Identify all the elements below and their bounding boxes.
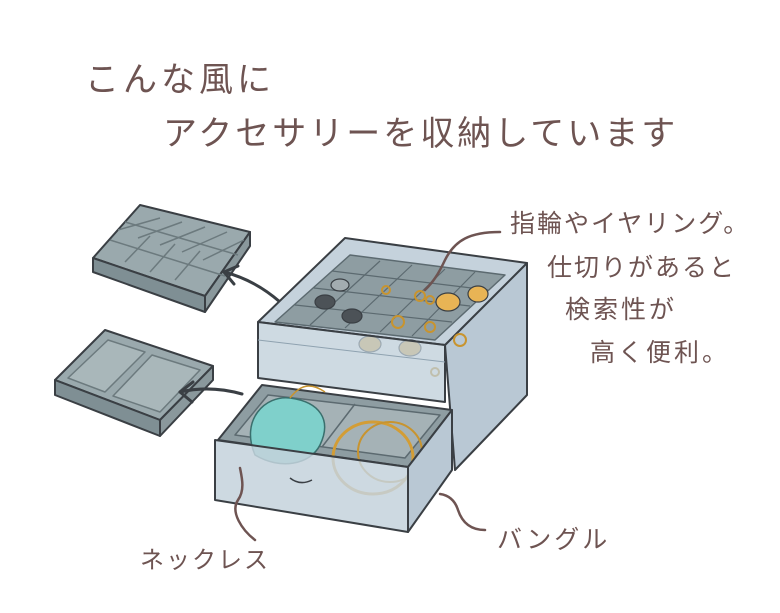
necklace-leader-line — [234, 466, 257, 542]
rings-label-line-2: 仕切りがあると — [547, 253, 737, 282]
rings-label-line-1: 指輪やイヤリング。 — [510, 209, 751, 238]
bangle-label: バングル — [497, 525, 611, 554]
two-compartment-tray — [54, 329, 214, 437]
rings-label-line-4: 高く便利。 — [590, 338, 731, 367]
title-line-2: アクセサリーを収納しています — [163, 114, 679, 154]
leader-lines — [234, 230, 502, 542]
bangle-leader-line — [438, 492, 487, 532]
ring-divider-tray — [92, 204, 251, 313]
arrows — [178, 264, 282, 404]
storage-case — [214, 237, 528, 533]
necklace-label: ネックレス — [140, 546, 270, 574]
rings-leader-line — [423, 230, 502, 292]
title-line-1: こんな風に — [85, 60, 275, 100]
rings-label-line-3: 検索性が — [565, 295, 678, 324]
